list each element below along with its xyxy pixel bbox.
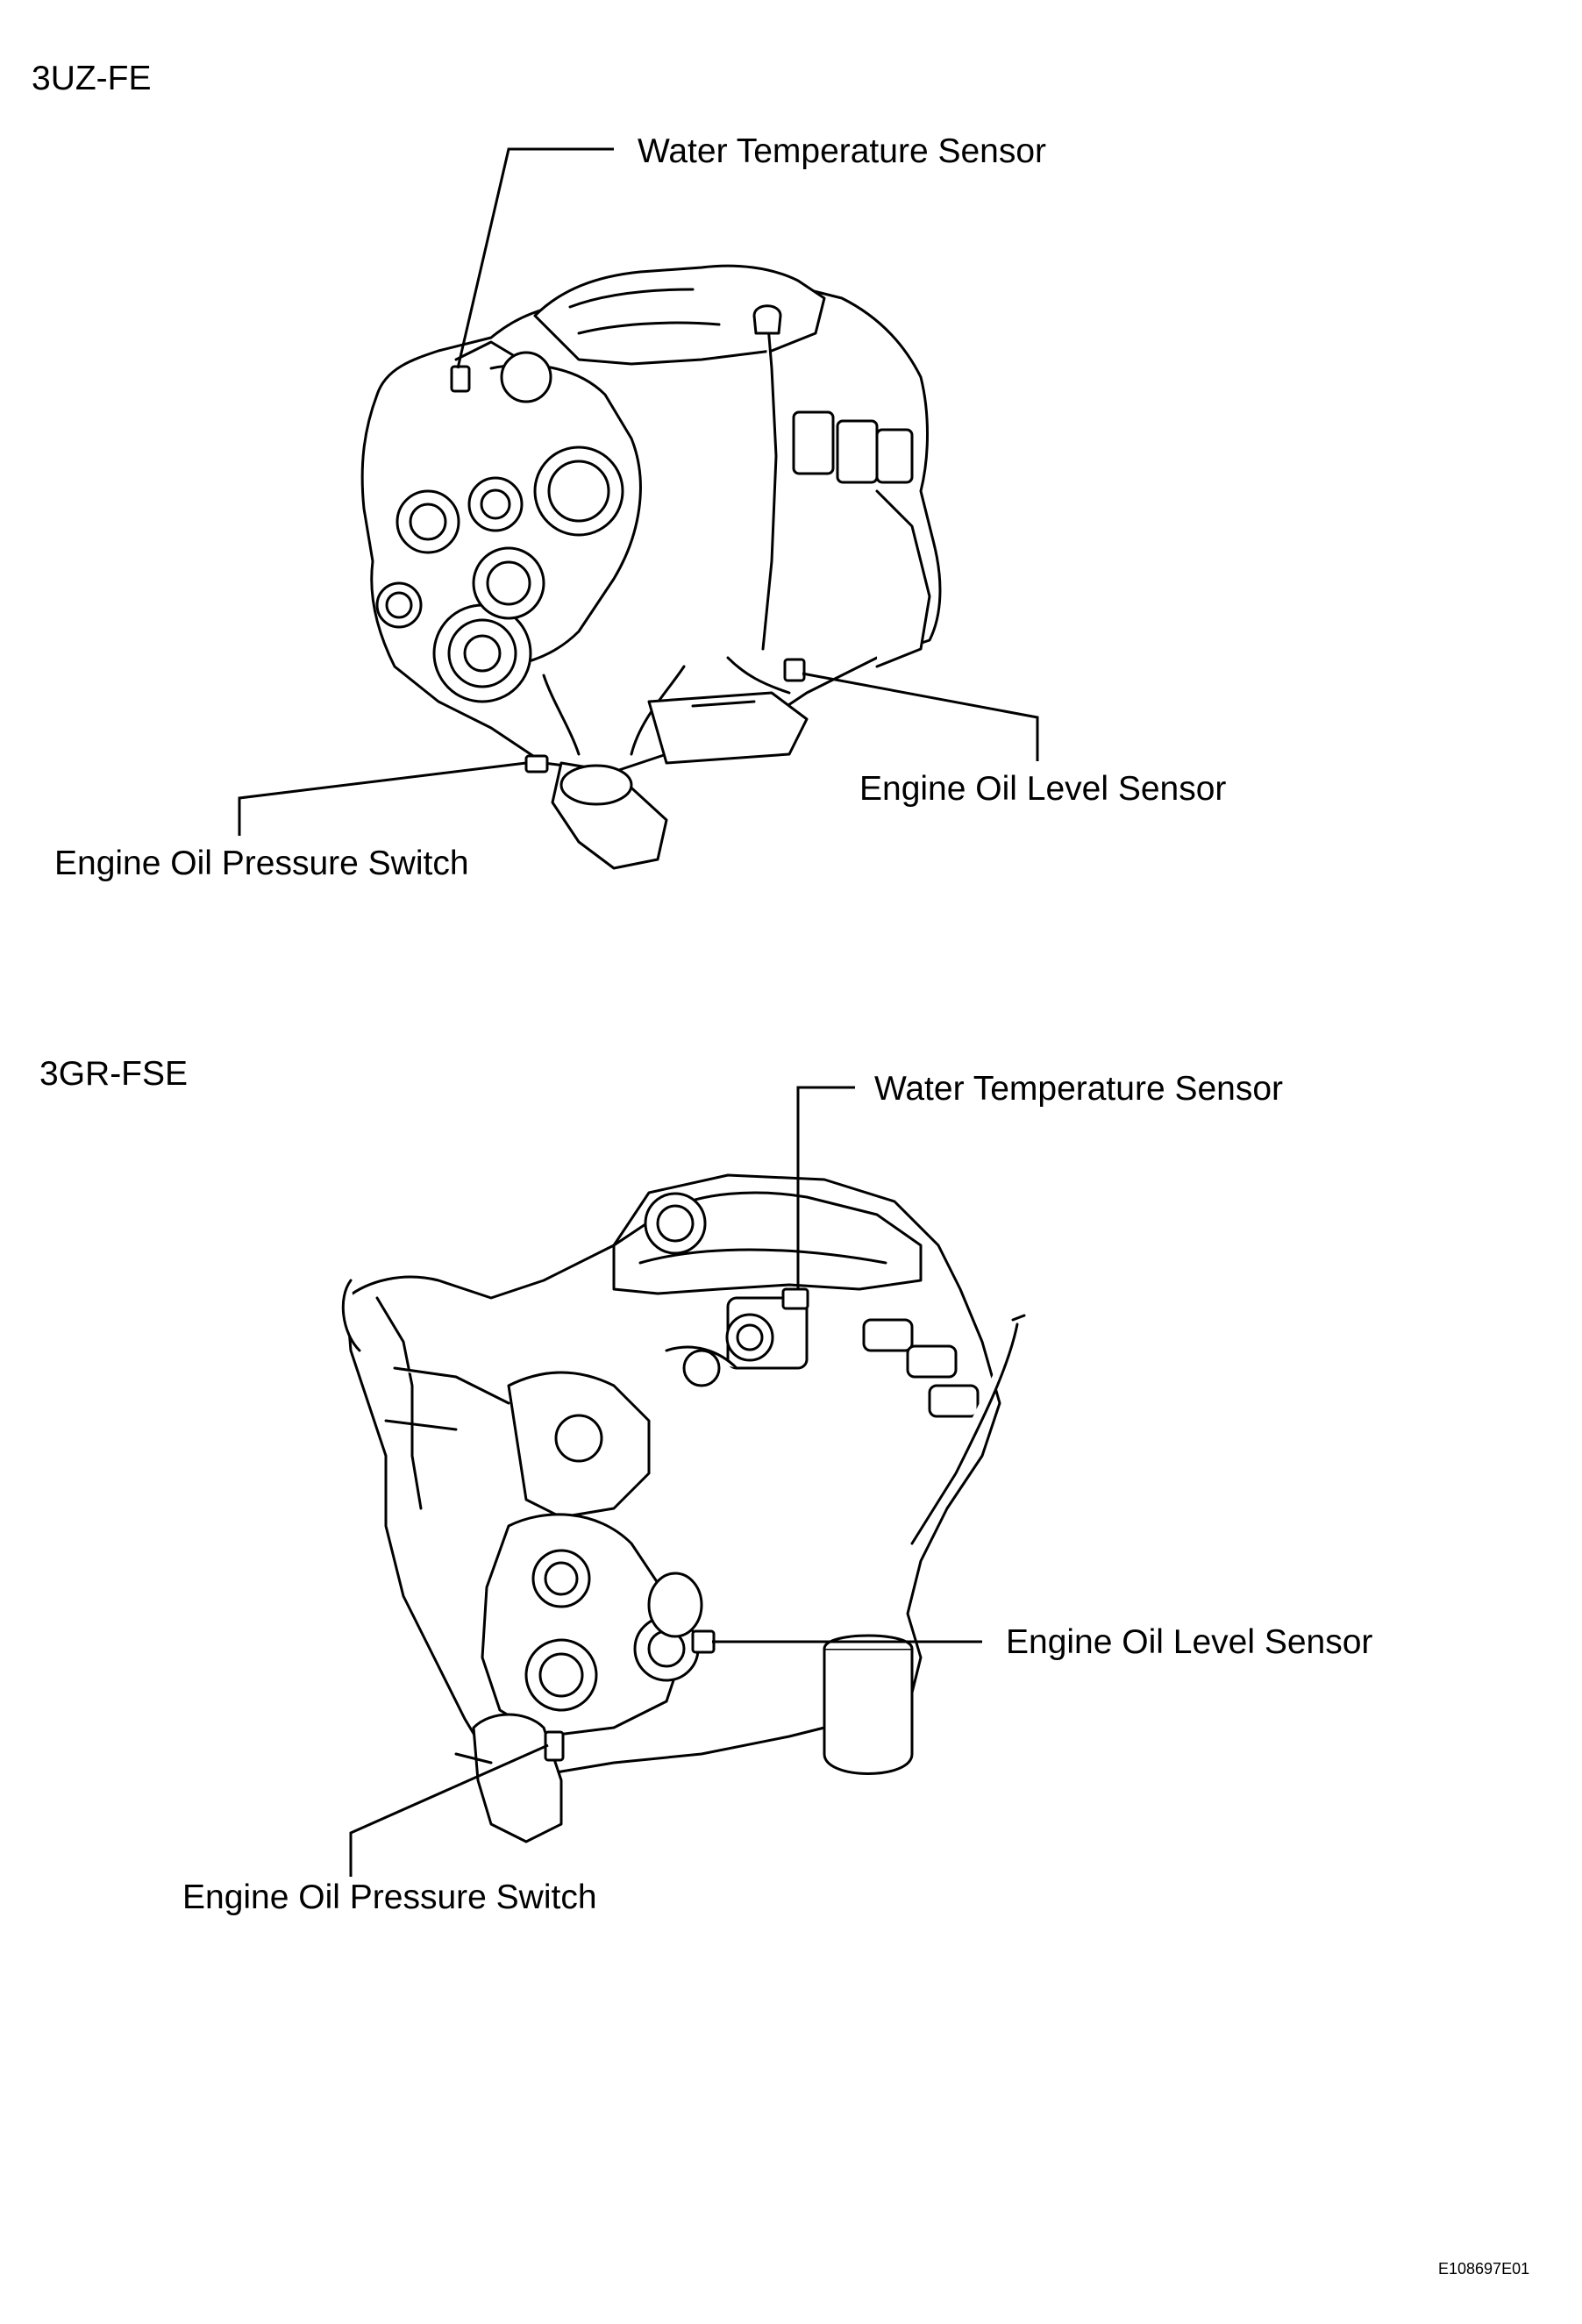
engine-illustration-3uz-fe — [360, 264, 942, 870]
leader-water-temp-3gr-fse — [796, 1086, 855, 1289]
section-title-3gr-fse: 3GR-FSE — [39, 1055, 189, 1093]
section-title-3uz-fe: 3UZ-FE — [32, 60, 152, 97]
label-water-temp-sensor-3uz-fe: Water Temperature Sensor — [638, 132, 1047, 170]
figure-code: E108697E01 — [1438, 2260, 1530, 2278]
engine-illustration-3gr-fse — [341, 1173, 1026, 1843]
water-temp-sensor-mark-3gr-fse — [781, 1287, 809, 1310]
leader-water-temp-3uz-fe — [456, 147, 614, 369]
label-oil-pressure-switch-3gr-fse: Engine Oil Pressure Switch — [182, 1878, 597, 1916]
leader-lines-3gr-fse — [349, 1086, 982, 1877]
oil-level-sensor-mark-3uz-fe — [783, 658, 806, 682]
sensor-marks-3gr-fse — [544, 1287, 809, 1762]
oil-level-sensor-mark-3gr-fse — [691, 1629, 716, 1654]
label-oil-level-sensor-3gr-fse: Engine Oil Level Sensor — [1006, 1623, 1373, 1661]
water-temp-sensor-mark-3uz-fe — [450, 365, 471, 393]
label-water-temp-sensor-3gr-fse: Water Temperature Sensor — [874, 1070, 1284, 1108]
oil-pressure-switch-mark-3uz-fe — [524, 754, 549, 773]
label-oil-pressure-switch-3uz-fe: Engine Oil Pressure Switch — [54, 845, 469, 882]
leader-oil-level-3uz-fe — [802, 672, 1039, 761]
leader-lines-3uz-fe — [238, 147, 1039, 836]
leader-oil-pressure-3uz-fe — [238, 761, 527, 836]
leader-oil-pressure-3gr-fse — [349, 1743, 549, 1877]
label-oil-level-sensor-3uz-fe: Engine Oil Level Sensor — [859, 770, 1227, 808]
